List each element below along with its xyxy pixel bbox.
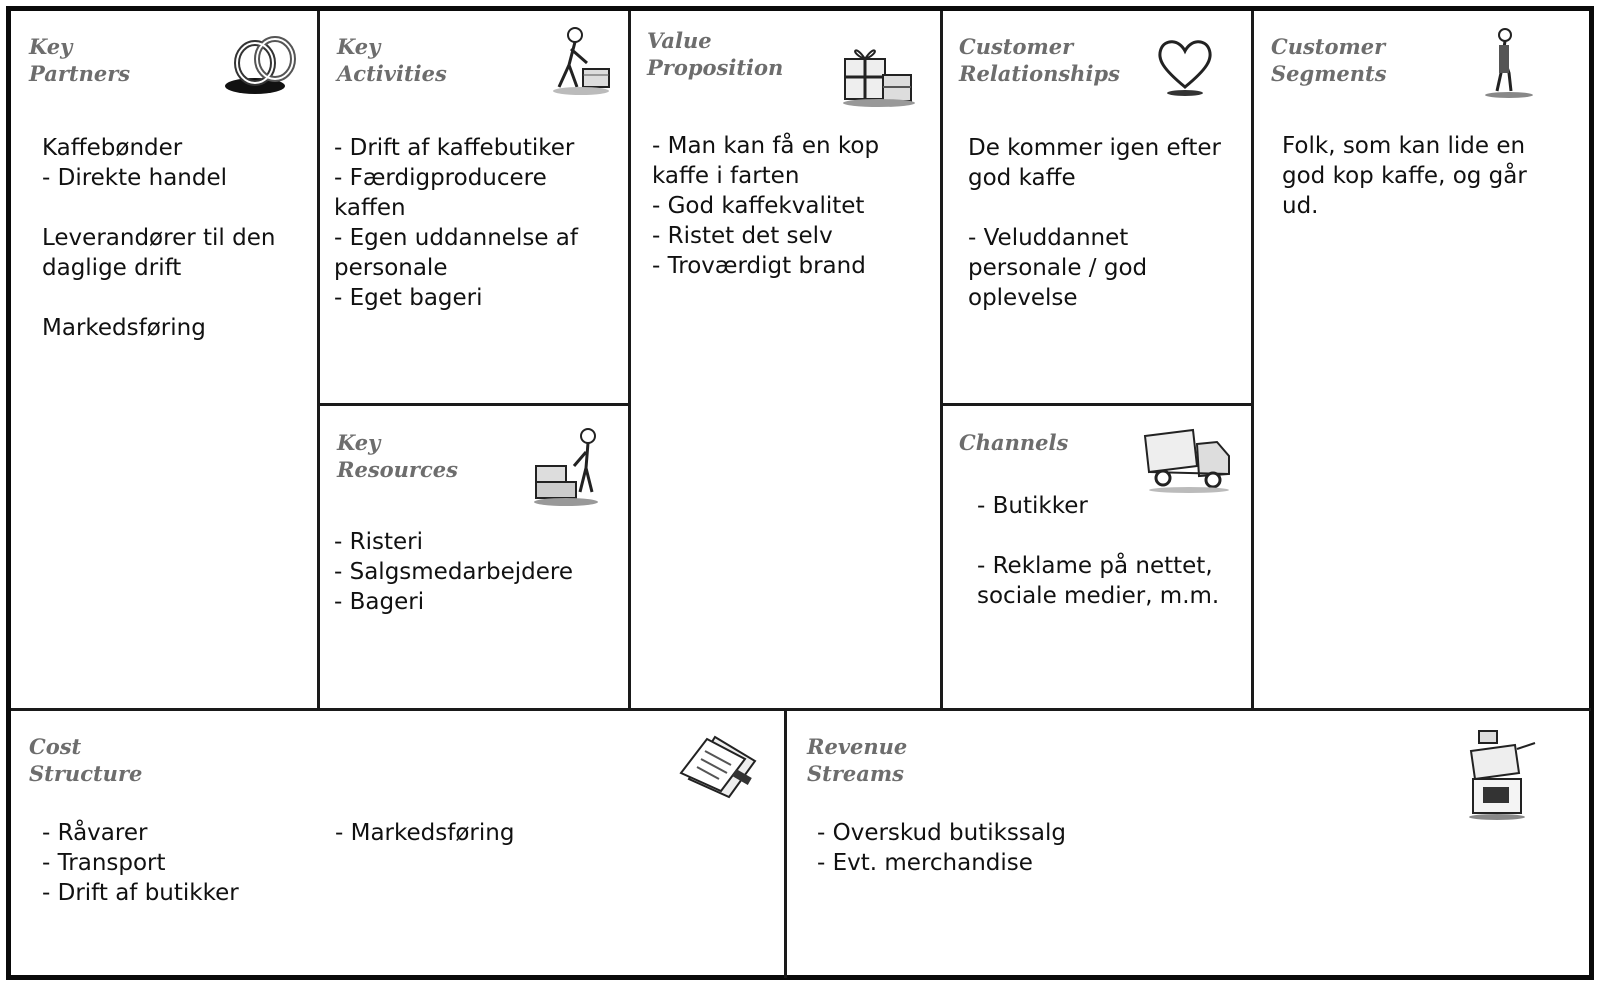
customer-relationships-text: De kommer igen efter god kaffe - Veludda… <box>968 135 1221 311</box>
section-title: Key Activities <box>337 34 447 86</box>
revenue-streams-section: Revenue Streams - Overskud butikssalg - … <box>787 711 1591 975</box>
section-title: Key Resources <box>337 430 458 482</box>
channels-section: Channels - Butikker - Reklame på nettet,… <box>943 406 1251 708</box>
linked-rings-icon <box>223 31 303 101</box>
section-title: Key Partners <box>29 34 131 86</box>
cash-register-icon <box>1465 729 1545 823</box>
receipt-papers-icon <box>675 733 761 799</box>
channels-text: - Butikker - Reklame på nettet, sociale … <box>977 493 1220 609</box>
cost-structure-text-left: - Råvarer - Transport - Drift af butikke… <box>42 820 239 906</box>
cost-structure-text-right: - Markedsføring <box>335 820 515 846</box>
value-proposition-text: - Man kan få en kop kaffe i farten - God… <box>652 133 880 279</box>
section-title: Customer Relationships <box>959 34 1120 86</box>
standing-person-icon <box>1477 25 1537 101</box>
key-resources-text: - Risteri - Salgsmedarbejdere - Bageri <box>334 529 573 615</box>
gift-boxes-icon <box>839 35 919 109</box>
divider <box>1251 11 1254 710</box>
worker-with-box-icon <box>545 25 615 99</box>
key-activities-text: - Drift af kaffebutiker - Færdigproducer… <box>334 135 578 311</box>
cost-structure-section: Cost Structure - Råvarer - Transport - D… <box>11 711 784 975</box>
revenue-streams-text: - Overskud butikssalg - Evt. merchandise <box>817 820 1066 876</box>
divider <box>317 403 631 406</box>
section-title: Revenue Streams <box>807 734 908 786</box>
delivery-truck-icon <box>1141 426 1233 498</box>
section-title: Cost Structure <box>29 734 143 786</box>
section-title: Value Proposition <box>647 28 784 80</box>
customer-segments-text: Folk, som kan lide en god kop kaffe, og … <box>1282 133 1527 219</box>
divider <box>940 11 943 710</box>
section-title: Channels <box>959 430 1069 455</box>
divider <box>940 403 1254 406</box>
key-resources-section: Key Resources - Risteri - Salgsmedarbejd… <box>320 406 628 708</box>
customer-segments-section: Customer Segments Folk, som kan lide en … <box>1254 11 1591 708</box>
heart-icon <box>1155 35 1215 99</box>
customer-relationships-section: Customer Relationships De kommer igen ef… <box>943 11 1251 403</box>
divider <box>11 708 1591 711</box>
key-activities-section: Key Activities - Drift af kaffebutiker -… <box>320 11 628 403</box>
business-model-canvas: Key Partners Kaffebønder - Direkte hande… <box>6 6 1594 980</box>
worker-with-crates-icon <box>530 426 610 510</box>
divider <box>628 11 631 710</box>
key-partners-section: Key Partners Kaffebønder - Direkte hande… <box>11 11 317 708</box>
section-title: Customer Segments <box>1271 34 1387 86</box>
key-partners-text: Kaffebønder - Direkte handel Leverandøre… <box>42 135 276 341</box>
divider <box>317 11 320 710</box>
divider <box>784 708 787 978</box>
value-proposition-section: Value Proposition - Man kan få en kop ka… <box>631 11 940 708</box>
